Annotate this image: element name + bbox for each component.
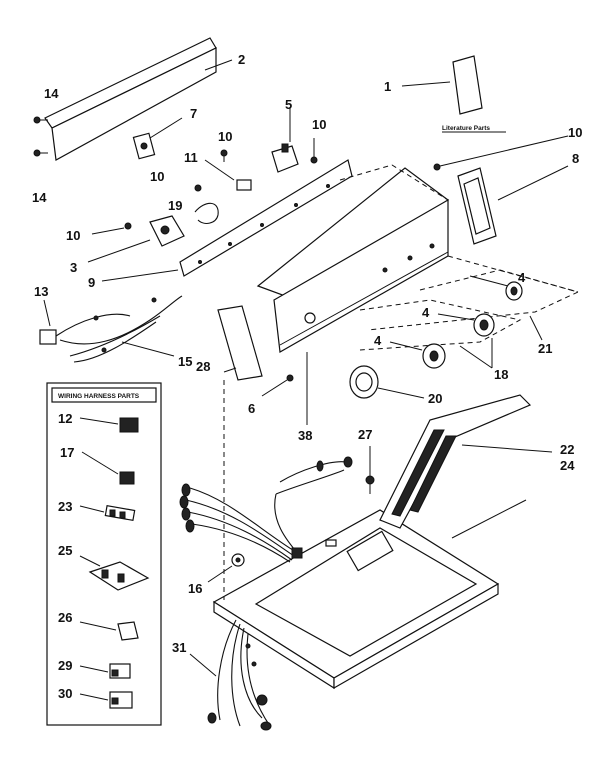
dryer-top-panel (212, 499, 527, 690)
callout-10: 10 (568, 125, 582, 140)
callout-6: 6 (248, 401, 255, 416)
callout-20: 20 (428, 391, 442, 406)
small-switch (204, 159, 252, 191)
timer-switch (132, 117, 183, 160)
callout-1: 1 (384, 79, 391, 94)
lint-duct (379, 394, 553, 529)
callout-38: 38 (298, 428, 312, 443)
selector-switch (87, 215, 185, 263)
callout-29: 29 (58, 658, 72, 673)
callout-22: 22 (560, 442, 574, 457)
callout-10: 10 (150, 169, 164, 184)
console-housing (256, 167, 450, 425)
literature-label: Literature Parts (442, 125, 490, 132)
control-knob (389, 341, 446, 369)
callout-31: 31 (172, 640, 186, 655)
callout-16: 16 (188, 581, 202, 596)
callout-8: 8 (572, 151, 579, 166)
callout-28: 28 (196, 359, 210, 374)
screw-icon (91, 135, 569, 235)
callout-9: 9 (88, 275, 95, 290)
console-end-cap (217, 305, 263, 381)
callout-12: 12 (58, 411, 72, 426)
callout-11: 11 (184, 150, 198, 165)
timer-knob (349, 365, 425, 399)
control-knob (437, 313, 495, 337)
callout-13: 13 (34, 284, 48, 299)
callout-3: 3 (70, 260, 77, 275)
callout-4: 4 (422, 305, 430, 320)
callout-14: 14 (32, 190, 47, 205)
wiring-box-title: WIRING HARNESS PARTS (58, 393, 140, 400)
callout-7: 7 (190, 106, 197, 121)
callout-17: 17 (60, 445, 74, 460)
callout-10: 10 (66, 228, 80, 243)
callout-26: 26 (58, 610, 72, 625)
screw-icon (33, 116, 48, 157)
grommet (207, 553, 245, 583)
callout-21: 21 (538, 341, 552, 356)
wiring-harness (39, 295, 183, 363)
wire-loop (194, 202, 219, 224)
callout-2: 2 (238, 52, 245, 67)
main-harness (179, 456, 353, 563)
push-switch (271, 108, 299, 173)
literature-parts: Literature Parts (401, 55, 506, 133)
switch-bracket (101, 159, 353, 282)
callout-4: 4 (374, 333, 382, 348)
callout-24: 24 (560, 458, 575, 473)
screw-icon (365, 446, 375, 494)
rear-panel (44, 37, 233, 161)
screw-icon (261, 374, 294, 397)
wiring-harness-parts-box: WIRING HARNESS PARTS (46, 382, 162, 726)
callout-14: 14 (44, 86, 59, 101)
callout-10: 10 (218, 129, 232, 144)
callout-5: 5 (285, 97, 292, 112)
lower-harness (189, 619, 272, 731)
console-outline (339, 164, 580, 351)
leader-lines (459, 315, 543, 369)
callout-25: 25 (58, 543, 72, 558)
control-knob (469, 275, 523, 301)
callout-15: 15 (178, 354, 192, 369)
callout-19: 19 (168, 198, 182, 213)
callout-27: 27 (358, 427, 372, 442)
console-end-cap-right (457, 165, 569, 245)
callout-23: 23 (58, 499, 72, 514)
callout-18: 18 (494, 367, 508, 382)
callout-10: 10 (312, 117, 326, 132)
callout-labels: 1 2 3 4 4 4 5 6 7 8 9 10 10 10 10 10 11 … (32, 52, 582, 701)
callout-30: 30 (58, 686, 72, 701)
callout-4: 4 (518, 270, 526, 285)
